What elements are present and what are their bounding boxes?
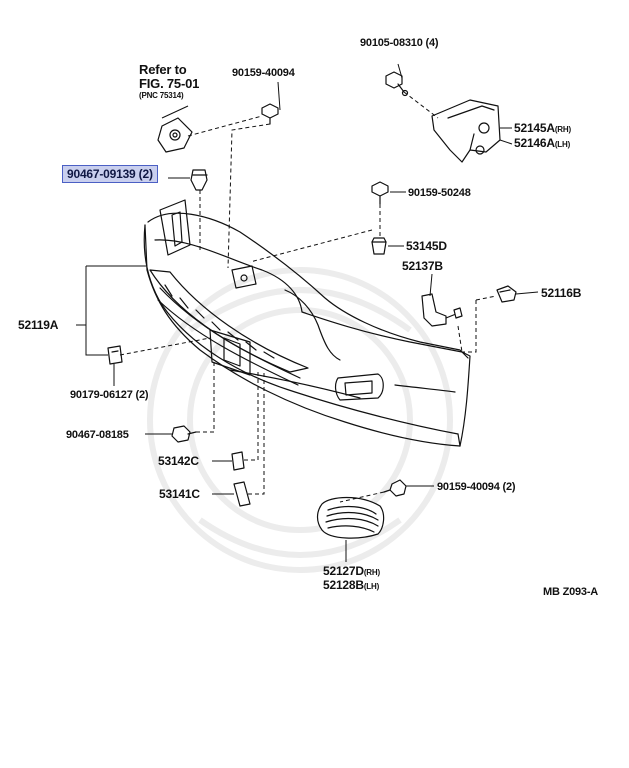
part-label-90159-40094-bottom[interactable]: 90159-40094 (2) xyxy=(437,480,516,494)
watermark xyxy=(147,267,453,573)
part-label-52127D[interactable]: 52127D(RH) xyxy=(323,564,380,580)
part-number: 53145D xyxy=(406,239,447,253)
part-number: 53141C xyxy=(159,487,200,501)
side-suffix: (RH) xyxy=(554,125,571,134)
part-label-90467-09139-highlighted[interactable]: 90467-09139 (2) xyxy=(62,165,158,183)
screw-90159-50248 xyxy=(371,181,389,205)
part-number: 52128B xyxy=(323,578,364,592)
part-number: 90179-06127 (2) xyxy=(70,389,149,401)
part-number: 52145A xyxy=(514,121,555,135)
part-label-53142C[interactable]: 53142C xyxy=(158,454,199,468)
part-label-90105-08310[interactable]: 90105-08310 (4) xyxy=(360,36,439,50)
clip-90179-06127 xyxy=(107,345,123,365)
part-label-52145A[interactable]: 52145A(RH) xyxy=(514,121,571,137)
part-number: 90159-50248 xyxy=(408,187,471,199)
part-label-52146A[interactable]: 52146A(LH) xyxy=(514,136,570,152)
part-label-52128B[interactable]: 52128B(LH) xyxy=(323,578,379,594)
part-number: 53142C xyxy=(158,454,199,468)
part-number: 52146A xyxy=(514,136,555,150)
screw-90159-40094-bottom xyxy=(383,479,407,497)
retainer-52145A xyxy=(431,99,501,163)
part-number: 90159-40094 xyxy=(232,67,295,79)
part-label-90179-06127[interactable]: 90179-06127 (2) xyxy=(70,388,149,402)
part-number: 52119A xyxy=(18,318,59,332)
fog-lamp-cover xyxy=(316,496,385,539)
side-suffix: (LH) xyxy=(554,140,571,149)
screw-90159-40094-top xyxy=(261,103,279,125)
diagram-code-text: MB Z093-A xyxy=(543,586,599,598)
side-suffix: (LH) xyxy=(363,582,380,591)
nut-53145D xyxy=(371,237,387,255)
refer-pnc-label: (PNC 75314) xyxy=(139,91,184,100)
part-number: 90159-40094 (2) xyxy=(437,481,516,493)
part-number: 90467-09139 (2) xyxy=(67,167,153,181)
bolt-90105-08310 xyxy=(385,71,409,97)
bumper-cover xyxy=(143,199,471,447)
part-label-52137B[interactable]: 52137B xyxy=(402,259,443,273)
part-label-53145D[interactable]: 53145D xyxy=(406,239,447,253)
part-number: 52137B xyxy=(402,259,443,273)
refer-pnc: (PNC 75314) xyxy=(139,91,184,100)
refer-to-label: Refer to xyxy=(139,62,187,77)
part-number: 90105-08310 (4) xyxy=(360,37,439,49)
part-label-53141C[interactable]: 53141C xyxy=(159,487,200,501)
bracket-75314 xyxy=(157,117,193,153)
refer-fig-link[interactable]: FIG. 75-01 xyxy=(139,76,200,91)
clip-90467-08185 xyxy=(171,425,197,443)
part-number: 90467-08185 xyxy=(66,429,129,441)
diagram-code: MB Z093-A xyxy=(543,585,598,599)
part-number: 52127D xyxy=(323,564,364,578)
spacer-53141C xyxy=(233,481,251,507)
part-number: 52116B xyxy=(541,286,582,300)
clip-90467-09139 xyxy=(190,169,208,191)
side-suffix: (RH) xyxy=(363,568,380,577)
spacer-53142C xyxy=(231,451,245,471)
part-label-90467-08185[interactable]: 90467-08185 xyxy=(66,428,129,442)
refer-fig-label[interactable]: FIG. 75-01 xyxy=(139,76,199,91)
part-label-52116B[interactable]: 52116B xyxy=(541,286,581,300)
part-label-52119A[interactable]: 52119A xyxy=(18,318,58,332)
refer-line-1: Refer to xyxy=(139,62,187,77)
bracket-52137B xyxy=(421,293,463,327)
part-label-90159-40094-top[interactable]: 90159-40094 xyxy=(232,66,295,80)
clip-52116B xyxy=(496,285,517,303)
part-label-90159-50248[interactable]: 90159-50248 xyxy=(408,186,471,200)
